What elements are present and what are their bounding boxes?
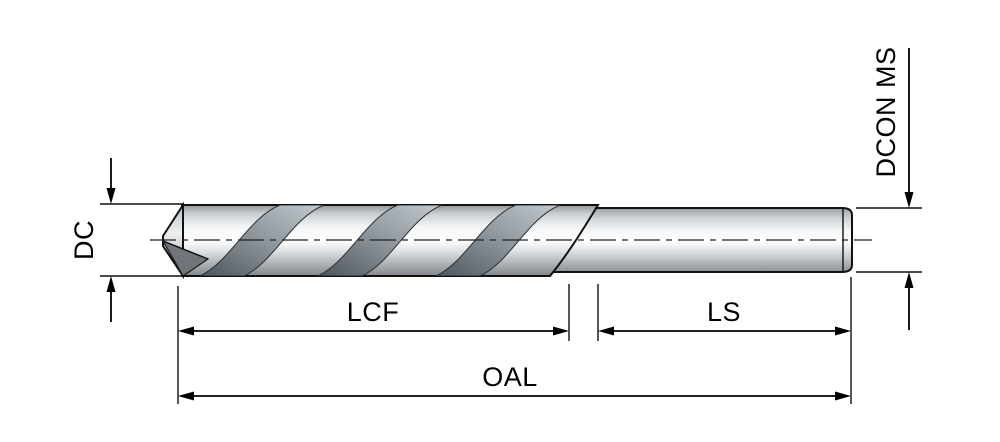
dc-arrow-down [106, 188, 116, 204]
dimension-lcf: LCF [177, 284, 570, 404]
label-ls: LS [707, 297, 741, 327]
ls-arrow-left [598, 326, 614, 336]
dcon-arrow-up [904, 272, 914, 288]
dimension-dcon-ms: DCON MS [856, 47, 922, 330]
ls-arrow-right [835, 326, 851, 336]
lcf-arrow-left [178, 326, 194, 336]
drill-tip-edge [162, 240, 209, 260]
dimension-ls: LS [597, 277, 852, 404]
oal-arrow-right [835, 391, 851, 401]
label-lcf: LCF [347, 297, 400, 327]
dc-arrow-up [106, 276, 116, 292]
dcon-arrow-down [904, 192, 914, 208]
label-oal: OAL [482, 362, 538, 392]
label-dcon-ms: DCON MS [871, 47, 901, 178]
lcf-arrow-right [553, 326, 569, 336]
dimension-dc: DC [69, 158, 184, 322]
dimension-oal: OAL [178, 362, 851, 401]
label-dc: DC [69, 220, 99, 260]
drill-bit [150, 201, 872, 280]
oal-arrow-left [178, 391, 194, 401]
flute-band [435, 205, 561, 276]
